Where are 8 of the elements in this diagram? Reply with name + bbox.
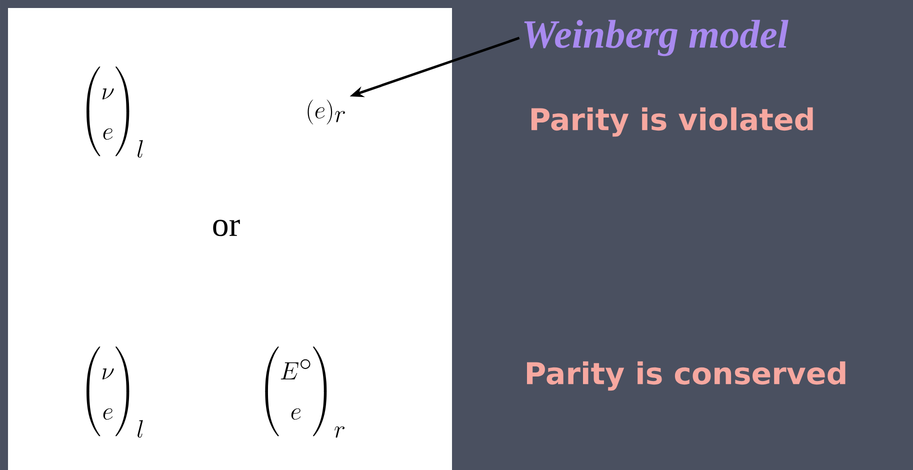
- parity-note: Parity is violated: [531, 107, 813, 137]
- parity-note: Parity is conserved: [527, 361, 846, 391]
- formula: $(e)_r$: [308, 100, 345, 124]
- formula: $\begin{pmatrix}\nu\\ e\end{pmatrix}_l$: [86, 346, 143, 438]
- connector-word: or: [213, 220, 240, 236]
- formula: $\begin{pmatrix}\nu\\ e\end{pmatrix}_l$: [86, 66, 143, 158]
- formula: $\begin{pmatrix}E^\circ\\ e\end{pmatrix}_r$: [265, 346, 345, 438]
- model-title: Weinberg model: [524, 20, 788, 56]
